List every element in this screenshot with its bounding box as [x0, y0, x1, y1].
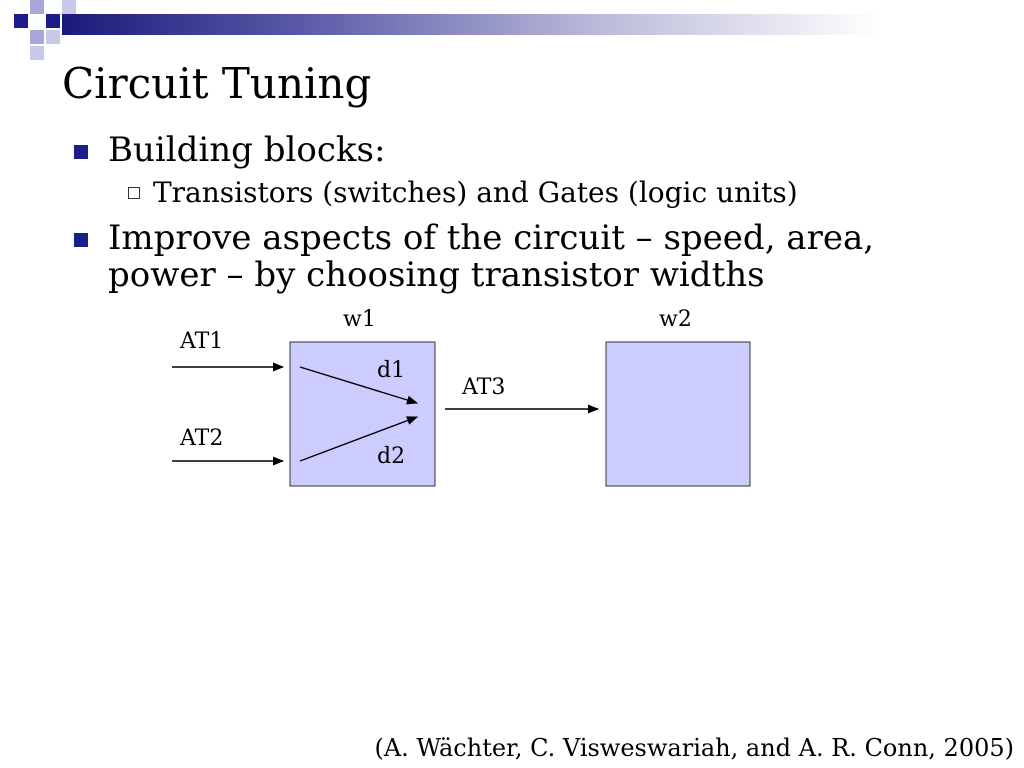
header-gradient-bar [62, 14, 1024, 35]
bullet-text-improve-line1: Improve aspects of the circuit – speed, … [108, 218, 875, 258]
header-square-light [30, 0, 44, 14]
gate-2-width-label: w2 [659, 307, 692, 332]
bullet-text-improve-line2: power – by choosing transistor widths [108, 255, 765, 295]
delay-1-label: d1 [377, 358, 406, 383]
gate-2-box [605, 341, 751, 487]
header-square-light [46, 30, 60, 44]
header-square-light [30, 30, 44, 44]
slide-title: Circuit Tuning [62, 59, 372, 108]
gate-1-box [289, 341, 436, 487]
delay-1-arrow [299, 366, 419, 405]
header-square-light [30, 46, 44, 60]
delay-2-label: d2 [377, 444, 406, 469]
bullet-marker [74, 145, 88, 159]
input-2-arrival-label: AT2 [180, 426, 224, 451]
delay-2-arrow [299, 416, 419, 462]
decorative-header-band [0, 0, 1024, 60]
bullet-text-building-blocks: Building blocks: [108, 130, 386, 170]
sub-bullet-marker [128, 187, 140, 199]
gate-1-width-label: w1 [343, 307, 376, 332]
header-square-light [62, 0, 76, 14]
bullet-marker [74, 233, 88, 247]
sub-bullet-text: Transistors (switches) and Gates (logic … [153, 176, 798, 209]
header-square-dark [14, 14, 28, 28]
input-1-arrival-label: AT1 [180, 329, 224, 354]
header-square-dark [46, 14, 60, 28]
output-arrival-label: AT3 [462, 375, 506, 400]
citation: (A. Wächter, C. Visweswariah, and A. R. … [374, 734, 1014, 762]
